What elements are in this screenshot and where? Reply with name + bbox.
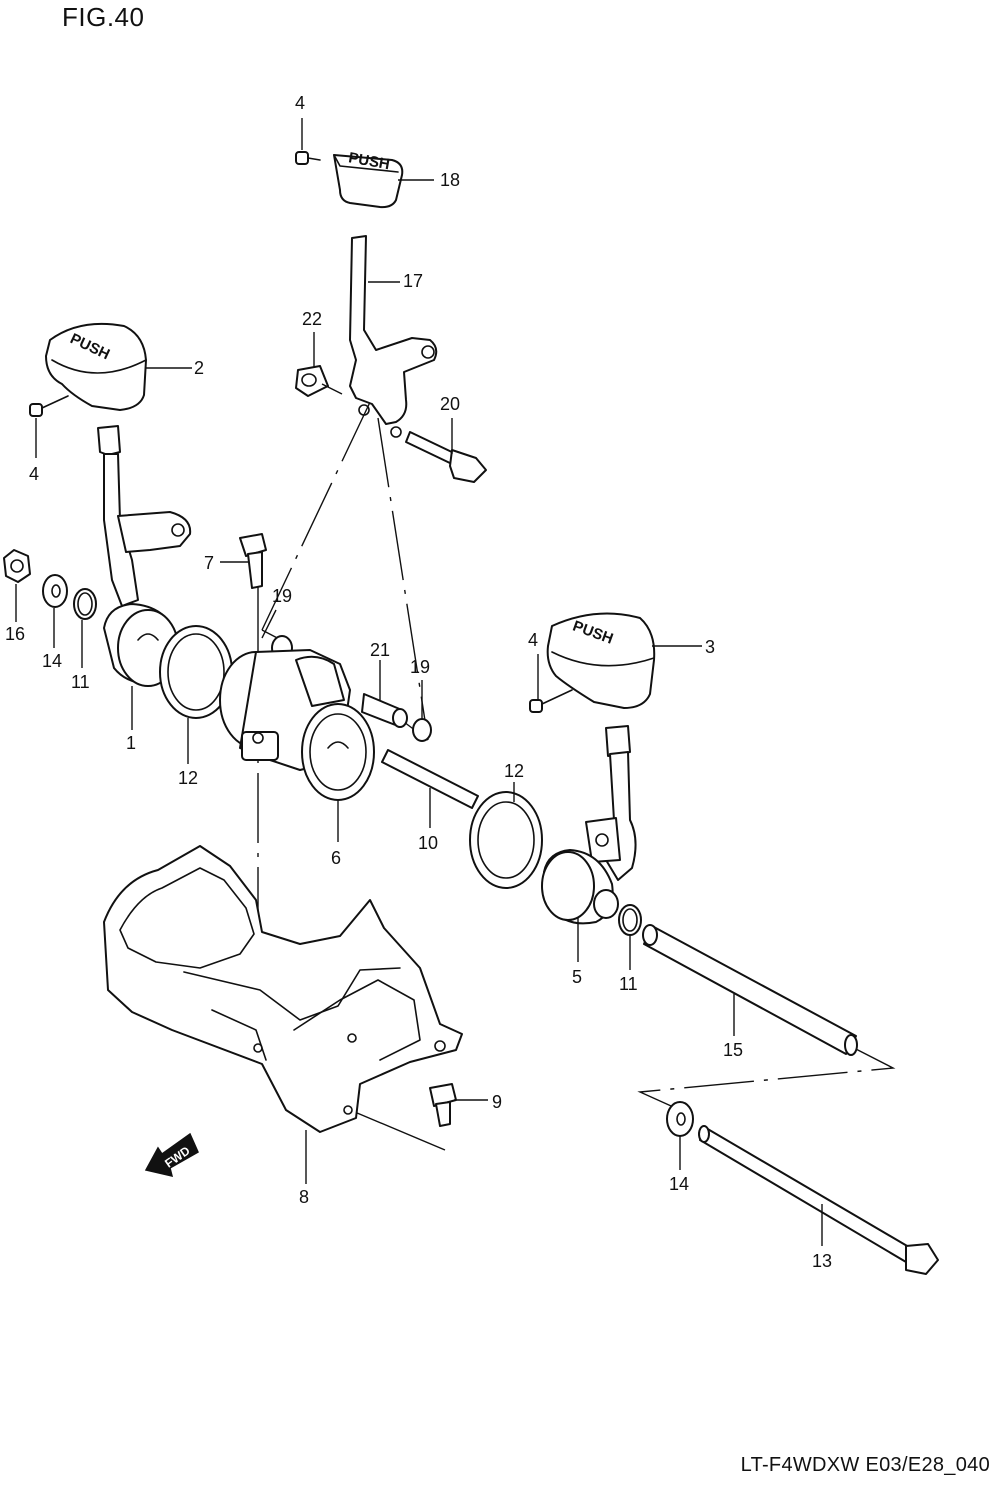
figure-title: FIG.40 (62, 2, 145, 32)
diagram-reference-code: LT-F4WDXW E03/E28_040 (740, 1454, 990, 1476)
callout-16: 16 (5, 624, 25, 644)
o-ring-part-19-right (412, 718, 432, 742)
washer-part-14-left (42, 574, 68, 608)
screw-part-4-left (29, 395, 69, 417)
screw-part-4-top (295, 151, 321, 165)
pad-push-text: PUSH (347, 149, 391, 173)
bolt-part-9 (429, 1083, 457, 1127)
bolt-part-7 (239, 533, 267, 589)
callout-11: 11 (71, 672, 90, 692)
callout-labels: 4 18 17 22 2 20 4 7 19 16 14 11 1 12 21 … (5, 93, 832, 1271)
callout-8: 8 (299, 1187, 309, 1207)
bracket-part-8 (103, 845, 463, 1133)
callout-22: 22 (302, 309, 322, 329)
pin-part-21 (361, 693, 408, 728)
callout-1: 1 (126, 733, 136, 753)
pad-part-18: PUSH (333, 149, 404, 209)
callout-14: 14 (669, 1174, 689, 1194)
knob-part-2: PUSH (45, 322, 147, 411)
bolt-part-13 (698, 1125, 939, 1275)
forward-direction-arrow: FWD (144, 1132, 199, 1178)
callout-5: 5 (572, 967, 582, 987)
callout-18: 18 (440, 170, 460, 190)
shaft-part-10 (381, 749, 479, 809)
callout-4: 4 (528, 630, 538, 650)
nut-part-16 (3, 549, 31, 583)
callout-20: 20 (440, 394, 460, 414)
bushing-part-22 (295, 365, 329, 397)
seal-part-12-right (469, 791, 543, 889)
callout-2: 2 (194, 358, 204, 378)
callout-4: 4 (29, 464, 39, 484)
washer-part-14-right (666, 1101, 694, 1137)
callout-11: 11 (619, 974, 638, 994)
callout-14: 14 (42, 651, 62, 671)
callout-17: 17 (403, 271, 423, 291)
callout-9: 9 (492, 1092, 502, 1112)
o-ring-part-11-right (618, 904, 642, 936)
callout-13: 13 (812, 1251, 832, 1271)
callout-21: 21 (370, 640, 390, 660)
callout-10: 10 (418, 833, 438, 853)
callout-19: 19 (410, 657, 430, 677)
shaft-part-15 (642, 924, 858, 1056)
lever-cam-part-5 (541, 725, 637, 925)
housing-part-6 (219, 649, 375, 801)
leader-lines (15, 118, 823, 1246)
o-ring-part-11-left (73, 588, 97, 620)
lever-part-17 (349, 235, 438, 438)
callout-6: 6 (331, 848, 341, 868)
callout-3: 3 (705, 637, 715, 657)
bolt-part-20 (405, 431, 487, 483)
callout-7: 7 (204, 553, 214, 573)
callout-12: 12 (504, 761, 524, 781)
callout-19: 19 (272, 586, 292, 606)
knob-part-3: PUSH (546, 612, 656, 709)
callout-12: 12 (178, 768, 198, 788)
callout-15: 15 (723, 1040, 743, 1060)
seal-part-12-left (159, 625, 233, 719)
screw-part-4-right (529, 689, 573, 713)
callout-4: 4 (295, 93, 305, 113)
